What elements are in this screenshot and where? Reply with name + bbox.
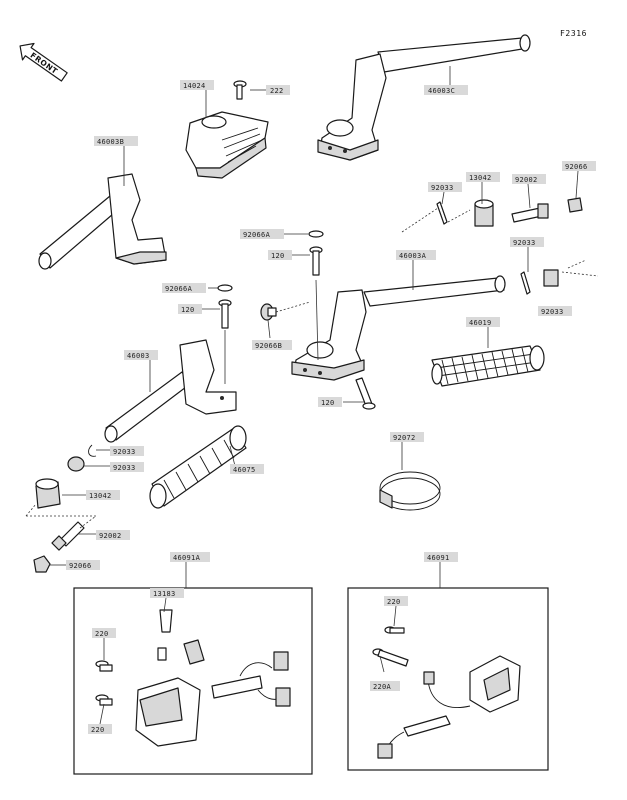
label-46003: 46003 [127, 352, 150, 360]
label-92066-a: 92066 [565, 163, 588, 171]
grip-46019-part [431, 345, 545, 387]
label-220a: 220A [373, 683, 392, 691]
label-222: 222 [270, 87, 284, 95]
handlebar-cover-part [185, 111, 269, 179]
label-46003c: 46003C [428, 87, 455, 95]
screw-220-c-part [384, 626, 405, 634]
front-label: FRONT [29, 51, 60, 76]
cap-nut-92066-a-part [567, 197, 583, 213]
label-92033-a: 92033 [431, 184, 454, 192]
label-13042-b: 13042 [89, 492, 112, 500]
label-14024: 14024 [183, 82, 206, 90]
washer-92066a-b-part [217, 284, 233, 292]
label-220-c: 220 [387, 598, 401, 606]
clamp-band-92072-part [379, 471, 441, 511]
bolt-120-b-part [218, 299, 232, 329]
handlebar-46003a-part [291, 275, 506, 381]
cotter-pin-92033-b-part [520, 271, 531, 295]
label-92002-a: 92002 [515, 176, 538, 184]
label-92066a-b: 92066A [165, 285, 193, 293]
label-46091: 46091 [427, 554, 450, 562]
screw-220-b-part [95, 694, 113, 706]
plug-92066b-part [260, 303, 277, 321]
switch-46091-box [347, 587, 549, 771]
label-92066b: 92066B [255, 342, 282, 350]
handlebar-46003-part [104, 339, 237, 443]
label-13042-a: 13042 [469, 174, 492, 182]
bolt-120-c-part [355, 377, 376, 410]
callout-labels: 14024 222 46003C 46003B 13042 92002 9206… [66, 80, 596, 734]
label-120-a: 120 [271, 252, 285, 260]
bolt-92002-a-part [511, 203, 549, 223]
handlebar-46003c-part [317, 34, 531, 161]
label-46075: 46075 [233, 466, 256, 474]
label-120-c: 120 [321, 399, 335, 407]
cotter-pin-92033-e-part [88, 444, 97, 457]
diagram-code: F2316 [560, 29, 587, 38]
bolt-92002-b-part [51, 521, 85, 551]
label-46003b: 46003B [97, 138, 124, 146]
weight-13042-a-part [474, 199, 494, 227]
label-220-a: 220 [95, 630, 109, 638]
bolt-120-a-part [309, 246, 323, 276]
switch-46091a-box [73, 587, 313, 775]
cotter-pin-92033-a-part [436, 201, 448, 225]
label-46003a: 46003A [399, 252, 427, 260]
label-120-b: 120 [181, 306, 195, 314]
switch-46091-part [377, 655, 521, 759]
screw-220a-part [372, 648, 409, 667]
screw-222-part [233, 80, 247, 100]
label-92033-c: 92033 [541, 308, 564, 316]
screw-220-a-part [95, 660, 113, 672]
label-92066a-a: 92066A [243, 231, 271, 239]
label-92072: 92072 [393, 434, 416, 442]
label-46019: 46019 [469, 319, 492, 327]
label-92002-b: 92002 [99, 532, 122, 540]
washer-92066a-a-part [308, 230, 324, 238]
handlebar-46003b-part [38, 173, 167, 270]
label-220-b: 220 [91, 726, 105, 734]
switch-46091a-part [135, 609, 291, 747]
label-92033-b: 92033 [513, 239, 536, 247]
plug-92032-part [543, 269, 559, 287]
weight-13042-b-part [35, 478, 61, 509]
plug-lower-left-part [67, 456, 85, 472]
front-arrow-icon: FRONT [19, 42, 68, 82]
label-92066-b: 92066 [69, 562, 92, 570]
label-46091a: 46091A [173, 554, 201, 562]
label-13183: 13183 [153, 590, 176, 598]
nut-92066-b-part [33, 555, 51, 573]
label-92033-d: 92033 [113, 448, 136, 456]
grip-46075-part [149, 425, 247, 509]
label-92033-e: 92033 [113, 464, 136, 472]
